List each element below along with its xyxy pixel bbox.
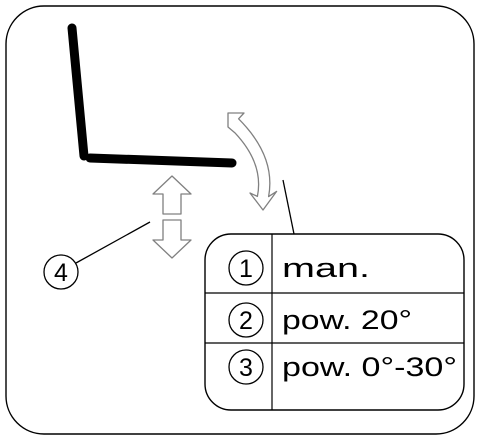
legend-frame (204, 233, 465, 411)
seat-cushion (85, 153, 237, 168)
legend-text: pow. 0°-30° (282, 352, 457, 382)
legend-number-circle (228, 349, 264, 385)
legend-number: 2 (239, 307, 253, 335)
callout-4: 4 (43, 254, 79, 290)
legend-row: 1 man. (228, 250, 370, 286)
legend-table: 1 man. 2 pow. 20° 3 pow. 0°-30° (204, 233, 465, 411)
legend-text: pow. 20° (282, 305, 412, 335)
callout-circle (43, 254, 79, 290)
legend-number-circle (228, 302, 264, 338)
legend-number: 1 (239, 255, 253, 283)
legend-number: 3 (239, 354, 253, 382)
callout-number: 4 (54, 259, 68, 287)
seat-backrest (67, 23, 89, 161)
legend-row: 3 pow. 0°-30° (228, 349, 457, 385)
seat-icon (67, 23, 237, 168)
curved-double-arrow-icon (227, 112, 278, 211)
legend-leader-line (282, 179, 295, 235)
vertical-double-arrow-icon (152, 175, 192, 259)
callout-leader-line (75, 221, 151, 264)
legend-text: man. (282, 253, 370, 283)
legend-row: 2 pow. 20° (228, 302, 412, 338)
legend-number-circle (228, 250, 264, 286)
